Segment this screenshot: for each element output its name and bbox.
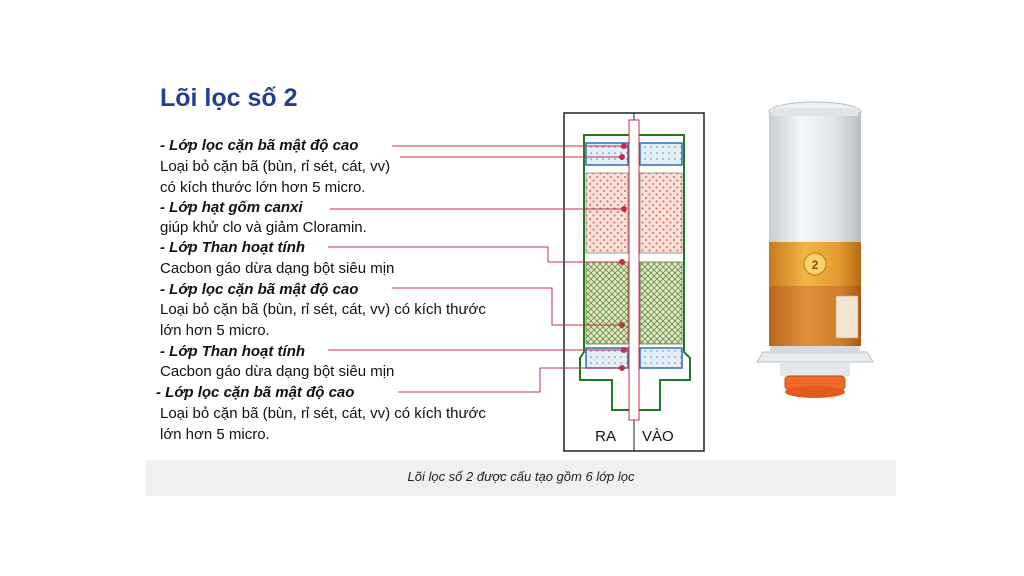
layer-3-heading: - Lớp Than hoạt tính [160,239,306,256]
page-title: Lõi lọc số 2 [160,84,298,112]
layer-6-heading: - Lớp lọc cặn bã mật độ cao [156,384,355,401]
cartridge-number-badge [803,252,827,276]
outlet-label: RA [595,428,616,445]
layer-1-line-1: Loại bỏ cặn bã (bùn, rỉ sét, cát, vv) [160,158,391,175]
layer-3-line-1: Cacbon gáo dừa dạng bột siêu mịn [160,260,395,277]
inlet-label: VÀO [642,428,674,445]
layer-2-line-1: giúp khử clo và giảm Cloramin. [160,219,367,236]
cartridge-number: 2 [812,258,819,272]
layer-1-line-2: có kích thước lớn hơn 5 micro. [160,179,366,196]
layer-4-heading: - Lớp lọc cặn bã mật độ cao [160,281,359,298]
layer-2-heading: - Lớp hạt gốm canxi [160,199,303,216]
layer-4-line-2: lớn hơn 5 micro. [160,322,270,339]
layer-5-heading: - Lớp Than hoạt tính [160,343,306,360]
cartridge-photo: 2 [756,101,874,398]
layer-5-line-1: Cacbon gáo dừa dạng bột siêu mịn [160,363,395,380]
cartridge-outline [579,134,691,411]
layer-1-heading: - Lớp lọc cặn bã mật độ cao [160,137,359,154]
layer-4-line-1: Loại bỏ cặn bã (bùn, rỉ sét, cát, vv) có… [160,301,486,318]
layer-6-line-2: lớn hơn 5 micro. [160,426,270,443]
layer-6-line-1: Loại bỏ cặn bã (bùn, rỉ sét, cát, vv) có… [160,405,486,422]
caption-bar: Lõi lọc số 2 được cấu tạo gồm 6 lớp lọc [146,460,896,496]
image-caption: Lõi lọc số 2 được cấu tạo gồm 6 lớp lọc [407,469,635,484]
